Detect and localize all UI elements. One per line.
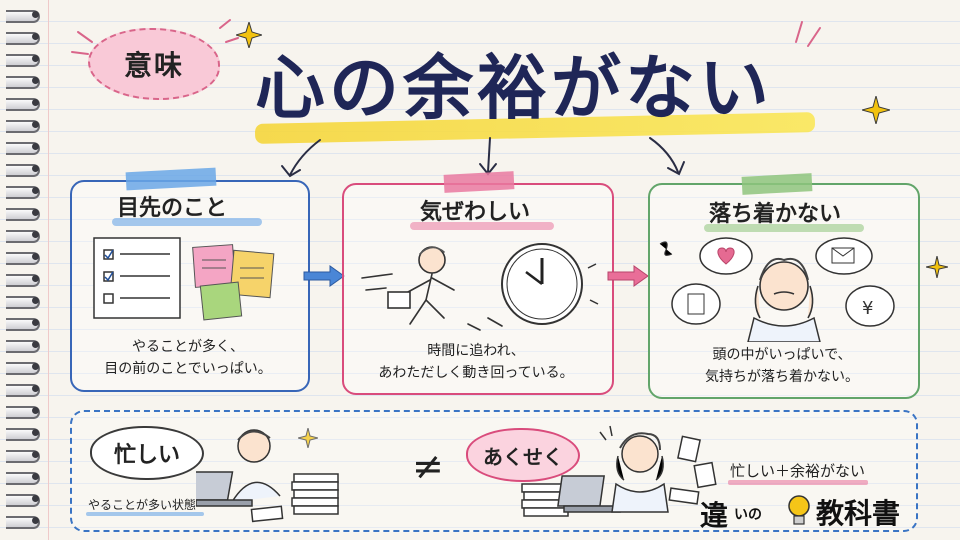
tape [443,171,515,193]
spiral-hole [32,11,39,18]
busy-person-laptop-illustration [196,429,339,523]
stressed-person-illustration [521,425,717,517]
desc-line: あわただしく動き回っている。 [378,365,574,381]
arrow-right-icon [303,265,345,287]
card-description: 時間に追われ、 あわただしく動き回っている。 [350,340,602,384]
spiral-hole [32,473,39,480]
tape [741,173,813,195]
spiral-ring [6,186,40,199]
spiral-ring [6,252,40,265]
spiral-ring [6,274,40,287]
card-description: やることが多く、 目の前のことでいっぱい。 [80,336,296,380]
not-equal-symbol: ≠ [412,444,444,488]
akuseku-label: あくせく [483,444,563,469]
desc-line: 頭の中がいっぱいで、 [712,347,852,363]
spiral-ring [6,406,40,419]
page-title: 心の余裕がない [255,47,773,129]
sparkle-lines [71,19,239,55]
troubled-person-illustration: ¥ [659,237,895,342]
underline [704,224,864,232]
spiral-hole [32,77,39,84]
spiral-ring [6,120,40,133]
sparkle-icon [926,256,948,278]
spiral-ring [6,208,40,221]
spiral-binding [0,0,44,540]
desc-line: 目の前のことでいっぱい。 [104,361,272,377]
card-title: 落ち着かない [709,202,842,227]
spiral-hole [32,55,39,62]
sparkle-lines [795,21,821,47]
spiral-ring [6,142,40,155]
spiral-hole [32,33,39,40]
spiral-ring [6,472,40,485]
spiral-hole [32,121,39,128]
title-arrows [281,137,685,178]
spiral-hole [32,341,39,348]
spiral-hole [32,275,39,282]
busy-label: 忙しい [113,443,180,468]
spiral-hole [32,407,39,414]
spiral-hole [32,319,39,326]
spiral-hole [32,187,39,194]
akuseku-bubble: あくせく [466,428,580,482]
svg-text:¥: ¥ [862,298,873,319]
spiral-ring [6,54,40,67]
busy-caption: やることが多い状態 [88,498,197,512]
spiral-hole [32,253,39,260]
sparkle-icon [298,428,318,448]
underline [728,480,868,485]
spiral-ring [6,164,40,177]
spiral-hole [32,99,39,106]
underline [86,512,204,516]
logo-part-1: 違 [700,499,729,532]
spiral-ring [6,450,40,463]
desc-line: 気持ちが落ち着かない。 [705,369,859,385]
sparkle-icon [236,22,262,48]
card-title: 目先のこと [117,196,228,221]
sparkle-icon [862,96,890,124]
spiral-hole [32,385,39,392]
spiral-hole [32,165,39,172]
spiral-hole [32,363,39,370]
spiral-hole [32,429,39,436]
spiral-ring [6,296,40,309]
margin-line [48,0,49,540]
logo-part-2: いの [734,507,762,523]
arrow-right-icon [607,265,649,287]
logo-part-3: 教科書 [816,497,901,530]
lightbulb-icon [788,495,810,525]
spiral-ring [6,10,40,23]
spiral-hole [32,451,39,458]
spiral-hole [32,143,39,150]
checklist-illustration [93,237,275,321]
underline [112,218,262,226]
site-logo: 違 いの 教科書 [700,488,932,534]
spiral-ring [6,318,40,331]
meaning-bubble: 意味 [88,28,220,100]
running-person-clock-illustration [361,243,599,331]
spiral-ring [6,230,40,243]
spiral-hole [32,297,39,304]
spiral-ring [6,32,40,45]
spiral-hole [32,495,39,502]
spiral-hole [32,209,39,216]
spiral-ring [6,384,40,397]
spiral-ring [6,362,40,375]
spiral-ring [6,98,40,111]
spiral-ring [6,340,40,353]
spiral-hole [32,517,39,524]
desc-line: 時間に追われ、 [427,343,525,359]
spiral-ring [6,76,40,89]
meaning-label: 意味 [123,49,184,82]
desc-line: やることが多く、 [132,339,244,355]
spiral-ring [6,428,40,441]
akuseku-caption: 忙しい＋余裕がない [730,462,866,480]
busy-bubble: 忙しい [90,426,204,480]
card-description: 頭の中がいっぱいで、 気持ちが落ち着かない。 [656,344,908,388]
spiral-ring [6,494,40,507]
card-title: 気ぜわしい [420,200,531,225]
spiral-hole [32,231,39,238]
underline [410,222,554,230]
spiral-ring [6,516,40,529]
